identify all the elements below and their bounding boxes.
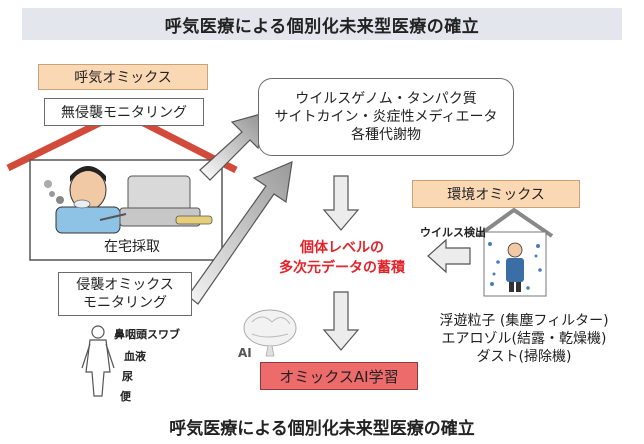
invasive-line-1: 侵襲オミックス xyxy=(76,277,174,293)
center-line-1: 個体レベルの xyxy=(300,240,384,256)
arrow-targets-to-center xyxy=(322,175,360,231)
multidimensional-data-accumulation: 個体レベルの 多次元データの蓄積 xyxy=(266,238,418,278)
environment-source-1: 浮遊粒子 (集塵フィルター) xyxy=(439,313,609,329)
figure-caption: 呼気医療による個別化未来型医療の確立 xyxy=(169,419,475,439)
breath-collector-device-illustration xyxy=(99,175,213,227)
environment-sources-list: 浮遊粒子 (集塵フィルター) エアロゾル(結露・乾燥機) ダスト(掃除機) xyxy=(424,312,624,366)
sample-swab: 鼻咽頭スワブ xyxy=(114,328,180,341)
environment-omics-text: 環境オミックス xyxy=(447,187,545,203)
noninvasive-monitoring-box: 無侵襲モニタリング xyxy=(44,98,204,126)
arrow-center-to-ai xyxy=(322,291,360,351)
environment-source-2: エアロゾル(結露・乾燥機) xyxy=(441,331,607,347)
arrow-environment-to-center xyxy=(427,238,471,274)
environment-omics-label: 環境オミックス xyxy=(412,180,580,208)
virus-detection-label: ウイルス検出 xyxy=(420,226,486,239)
ai-brain-illustration xyxy=(243,309,297,357)
arrow-invasive-to-targets xyxy=(187,161,293,305)
targets-line-2: サイトカイン・炎症性メディエータ xyxy=(274,109,498,125)
header-title: 呼気医療による個別化未来型医療の確立 xyxy=(164,16,480,37)
header-banner: 呼気医療による個別化未来型医療の確立 xyxy=(22,8,622,40)
home-sampling-label: 在宅採取 xyxy=(104,239,160,255)
environment-house-illustration xyxy=(476,208,554,297)
omics-ai-learning-box: オミックスAI学習 xyxy=(260,362,418,390)
invasive-line-2: モニタリング xyxy=(83,295,167,311)
biomarker-targets-box: ウイルスゲノム・タンパク質 サイトカイン・炎症性メディエータ 各種代謝物 xyxy=(258,78,514,156)
person-with-mask-illustration xyxy=(44,166,121,234)
targets-line-3: 各種代謝物 xyxy=(351,127,421,143)
environment-source-3: ダスト(掃除機) xyxy=(476,349,572,365)
sample-urine: 尿 xyxy=(122,370,133,383)
center-line-2: 多次元データの蓄積 xyxy=(279,260,405,276)
breath-omics-label: 呼気オミックス xyxy=(38,64,208,90)
invasive-omics-box: 侵襲オミックス モニタリング xyxy=(58,272,192,316)
breath-omics-text: 呼気オミックス xyxy=(74,70,172,86)
targets-line-1: ウイルスゲノム・タンパク質 xyxy=(295,91,477,107)
noninvasive-monitoring-text: 無侵襲モニタリング xyxy=(61,105,187,121)
ai-icon-label: AI xyxy=(238,346,252,360)
sample-stool: 便 xyxy=(120,390,131,403)
human-body-outline-illustration xyxy=(81,325,115,397)
omics-ai-learning-text: オミックスAI学習 xyxy=(279,367,399,386)
sample-blood: 血液 xyxy=(124,350,146,363)
